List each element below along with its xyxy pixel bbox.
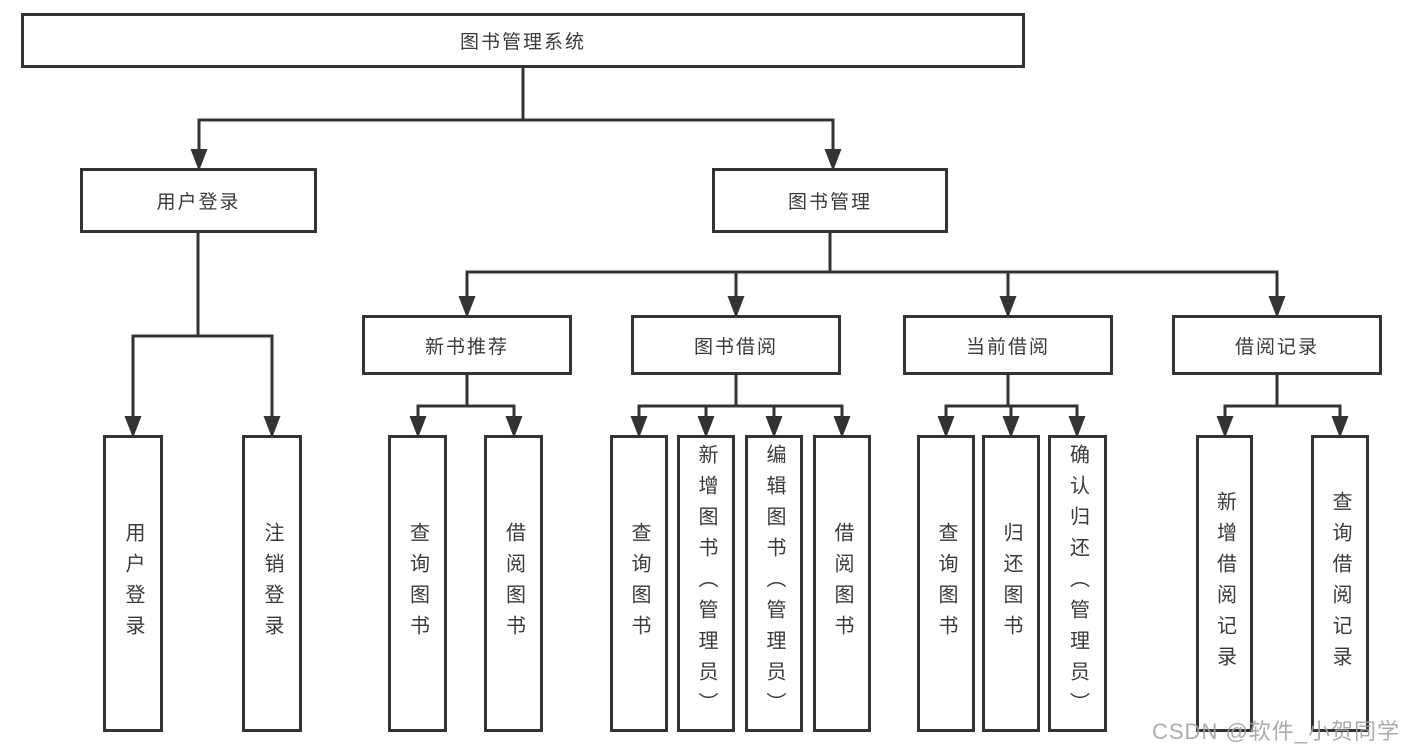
leaf-records-query-record: 查询借阅记录: [1311, 435, 1369, 732]
leaf-borrowing-query-books: 查询图书: [610, 435, 668, 732]
node-label: 用户登录: [122, 521, 144, 646]
connector-user-login-children: [124, 232, 281, 438]
leaf-current-confirm-return-admin: 确认归还（管理员）: [1048, 435, 1107, 732]
connector-current-borrowing-children: [937, 374, 1086, 438]
node-label: 归还图书: [1000, 521, 1022, 646]
node-label: 查询图书: [628, 521, 650, 646]
leaf-borrowing-edit-books-admin: 编辑图书（管理员）: [745, 435, 803, 732]
node-label: 编辑图书（管理员）: [763, 444, 785, 723]
node-label: 确认归还（管理员）: [1066, 444, 1089, 723]
node-current-borrowing: 当前借阅: [903, 315, 1113, 375]
connector-new-book-children: [409, 374, 523, 438]
leaf-logout: 注销登录: [242, 435, 302, 732]
node-label: 注销登录: [261, 521, 283, 646]
node-label: 借阅图书: [502, 521, 525, 646]
node-label: 图书管理: [787, 192, 872, 213]
leaf-newbook-query-books: 查询图书: [388, 435, 447, 732]
node-label: 图书借阅: [693, 336, 778, 358]
node-book-borrowing: 图书借阅: [631, 315, 841, 375]
leaf-current-query-books: 查询图书: [917, 435, 975, 732]
node-label: 借阅图书: [831, 521, 853, 646]
node-book-management: 图书管理: [712, 168, 948, 233]
connector-borrow-records-children: [1216, 374, 1349, 438]
connector-book-management-children: [458, 232, 1286, 318]
node-borrow-records: 借阅记录: [1172, 315, 1382, 375]
node-user-login: 用户登录: [80, 168, 317, 233]
leaf-newbook-borrow-books: 借阅图书: [484, 435, 543, 732]
node-new-book-recommend: 新书推荐: [362, 315, 572, 375]
node-label: 借阅记录: [1234, 336, 1319, 358]
leaf-borrowing-add-books-admin: 新增图书（管理员）: [677, 435, 735, 732]
leaf-user-login: 用户登录: [103, 435, 163, 732]
connector-book-borrowing-children: [630, 374, 851, 438]
leaf-records-add-record: 新增借阅记录: [1196, 435, 1253, 732]
connector-root-to-level2: [190, 67, 842, 171]
node-label: 新增借阅记录: [1213, 490, 1236, 677]
node-label: 图书管理系统: [459, 32, 586, 53]
node-label: 查询图书: [406, 521, 429, 646]
node-label: 当前借阅: [965, 336, 1050, 358]
node-library-system: 图书管理系统: [21, 13, 1025, 68]
leaf-borrowing-borrow-books: 借阅图书: [813, 435, 871, 732]
node-label: 新书推荐: [424, 336, 509, 358]
node-label: 新增图书（管理员）: [695, 444, 717, 723]
node-label: 查询借阅记录: [1329, 490, 1351, 677]
node-label: 用户登录: [156, 192, 241, 213]
leaf-current-return-books: 归还图书: [982, 435, 1040, 732]
node-label: 查询图书: [935, 521, 957, 646]
